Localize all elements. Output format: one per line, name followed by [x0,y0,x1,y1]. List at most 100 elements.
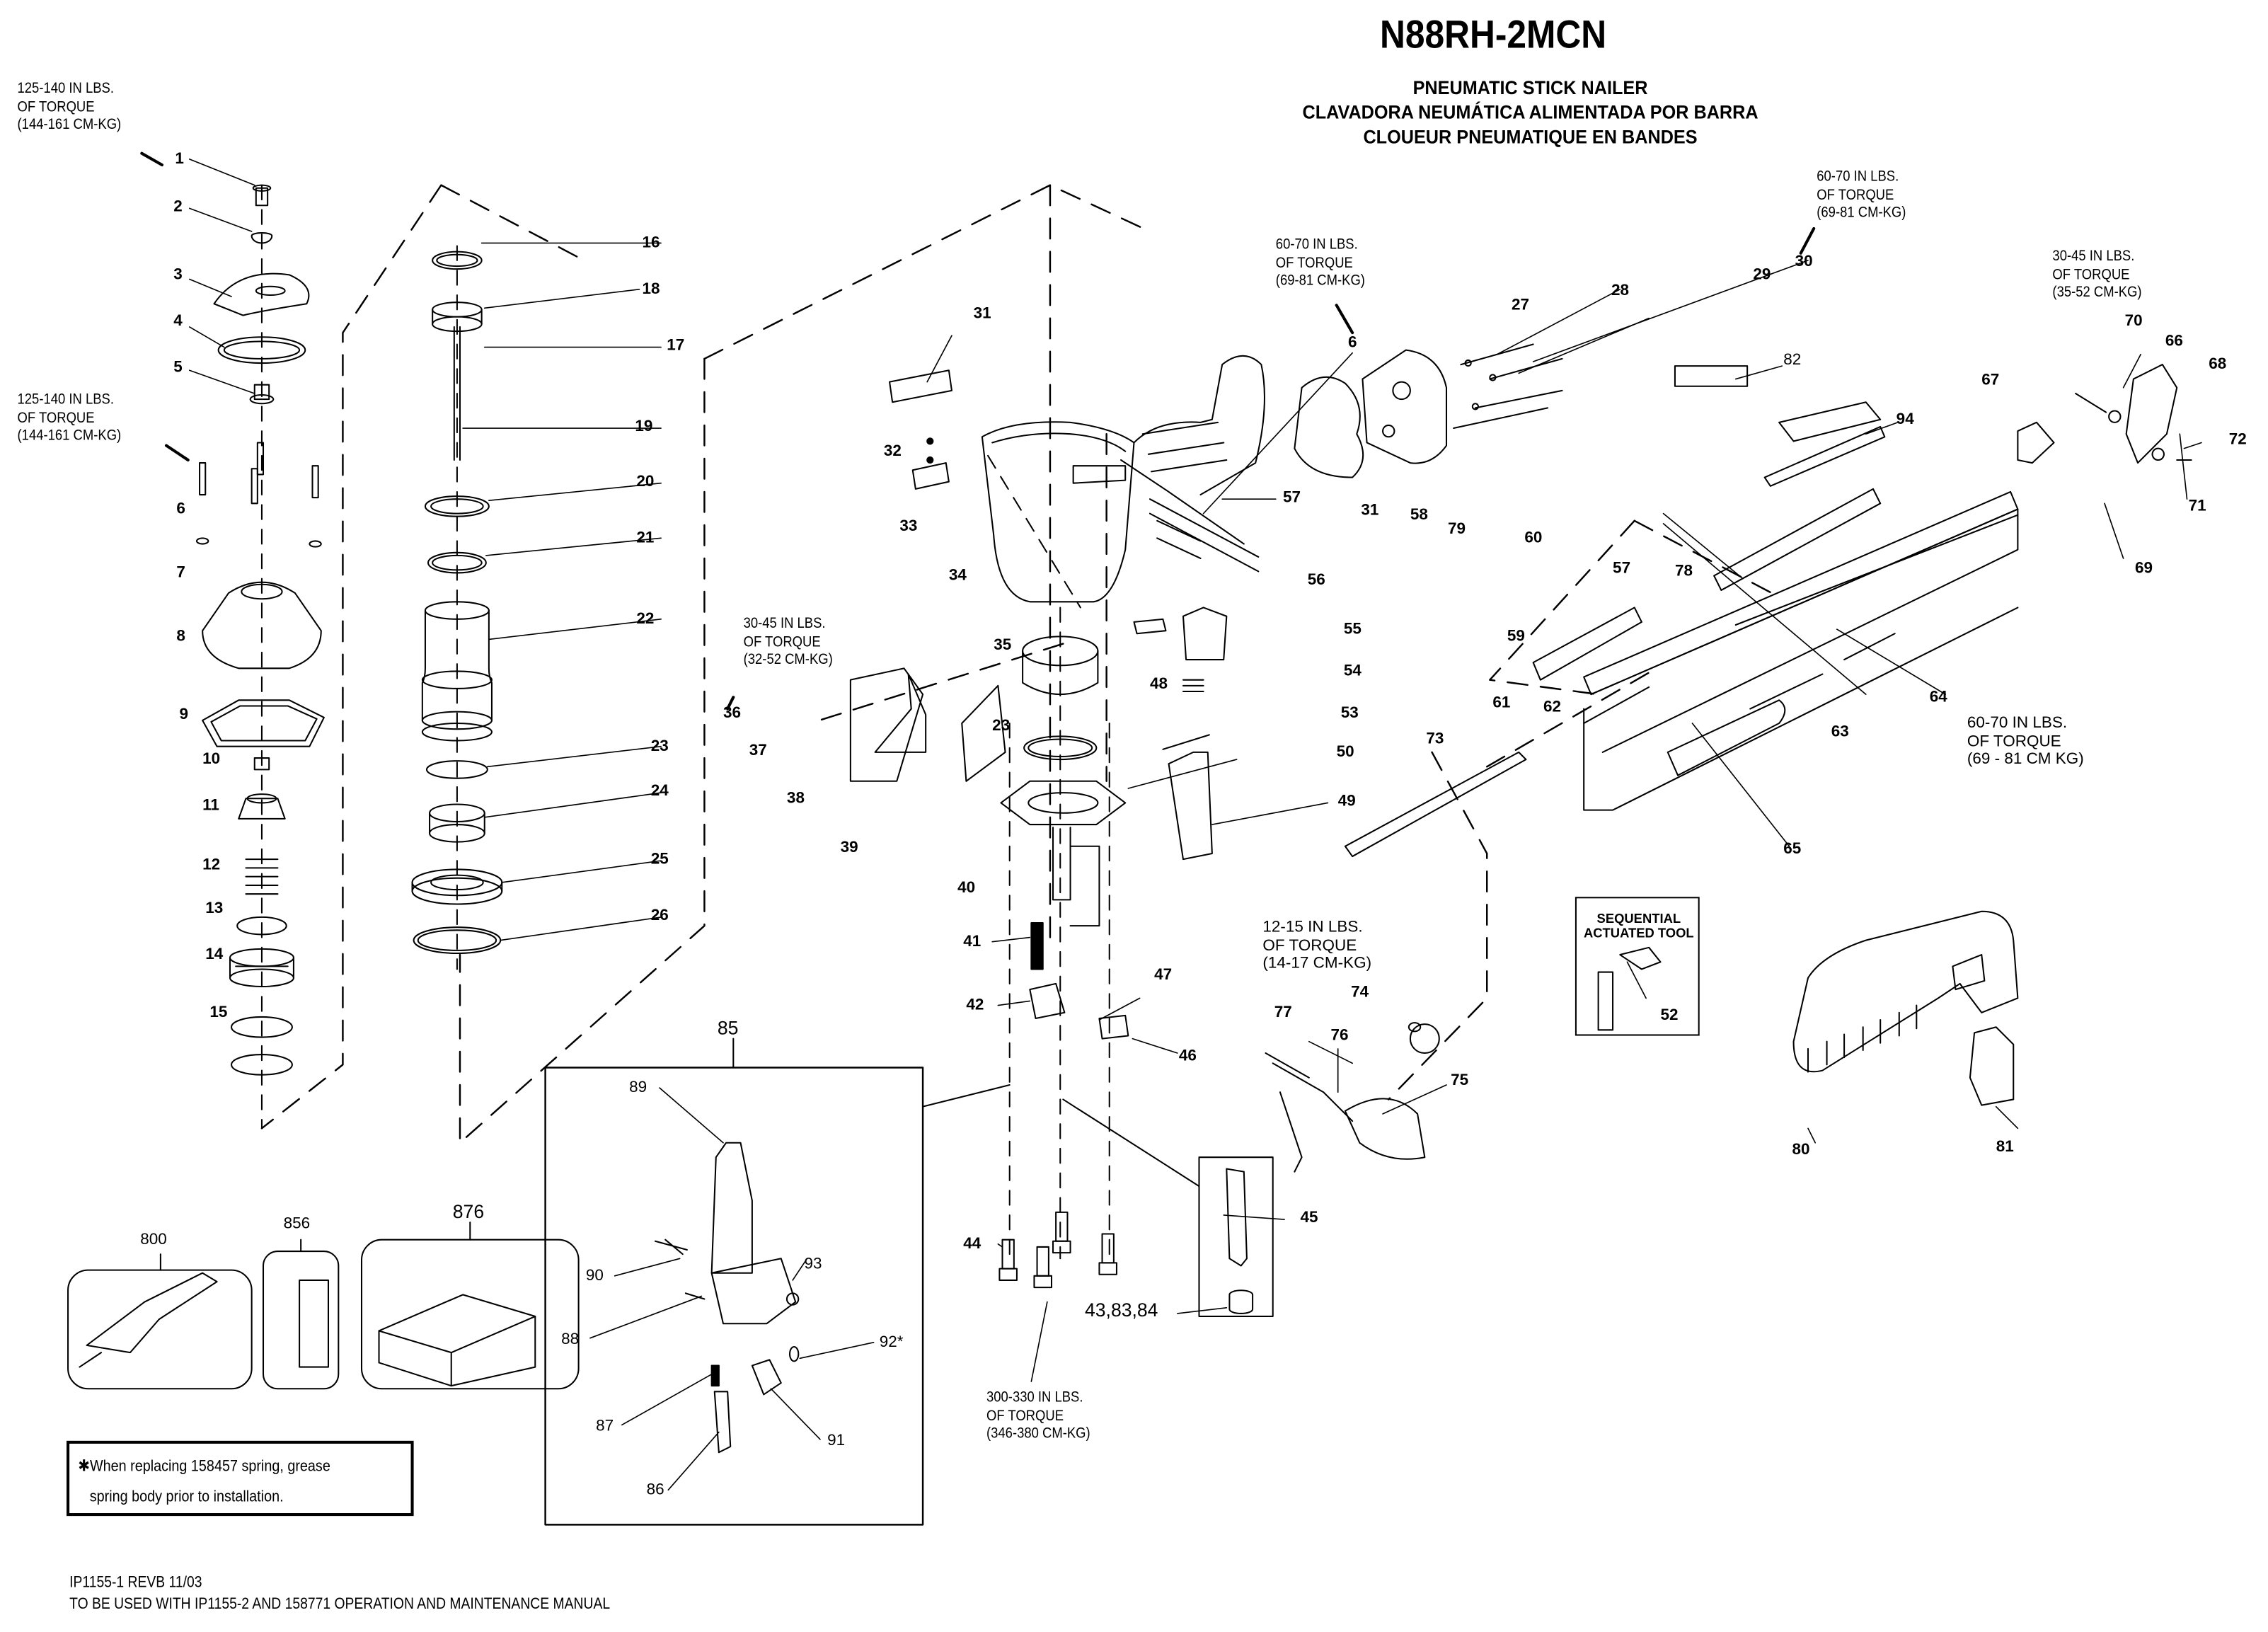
inset-box-85 [544,1038,1011,1526]
part-callout: 67 [1981,372,2000,389]
torque-value: 12-15 IN LBS. [1262,918,1363,936]
part-callout: 80 [1792,1141,1810,1159]
part-callout: 37 [749,742,767,760]
accessory-callout: 876 [452,1200,485,1223]
subtitle-french: CLOUEUR PNEUMATIQUE EN BANDES [1363,125,1698,148]
part-callout: 1 [175,150,184,168]
torque-metric: (144-161 CM-KG) [17,115,122,134]
part-callout: 24 [650,782,669,800]
part-callout: 45 [1300,1209,1318,1227]
trigger-assembly [1265,1022,1440,1173]
part-callout: 72 [2228,431,2247,449]
part-callout: 94 [1896,410,1914,429]
torque-caption: OF TORQUE [2052,265,2130,283]
part-callout: 53 [1340,704,1359,722]
no-mar-and-tip [1792,910,2019,1106]
part-callout: 36 [723,704,742,722]
torque-caption: OF TORQUE [986,1406,1064,1425]
part-callout: 74 [1351,983,1369,1001]
part-callout: 2 [173,198,183,216]
rear-cap-assembly [1294,343,1563,478]
torque-value: 125-140 IN LBS. [17,390,115,408]
part-callout: 57 [1283,488,1301,507]
part-callout: 91 [827,1432,846,1450]
torque-spec-rear-cap: 60-70 IN LBS. OF TORQUE (69-81 CM-KG) [1276,236,1365,290]
part-callout: 65 [1783,840,1802,858]
part-callout: 50 [1336,743,1354,762]
leader-lines [188,159,2202,1491]
part-callout: 39 [840,839,858,857]
part-callout: 63 [1831,723,1849,741]
part-callout: 34 [948,567,967,585]
torque-metric: (69-81 CM-KG) [1275,272,1365,289]
inset-title-line1: SEQUENTIAL [1596,911,1681,926]
part-callout: 11 [202,797,219,815]
torque-value: 125-140 IN LBS. [17,79,115,97]
torque-caption: OF TORQUE [1275,253,1353,272]
part-callout: 81 [1996,1138,2014,1156]
part-callout: 4 [173,312,183,331]
part-callout: 20 [636,473,655,490]
torque-caption: OF TORQUE [1262,936,1357,955]
model-title: N88RH-2MCN [1379,13,1607,57]
part-callout: 13 [205,900,224,917]
torque-spec-part-44: 300-330 IN LBS. OF TORQUE (346-380 CM-KG… [986,1389,1090,1443]
part-callout: 55 [1343,620,1362,638]
part-callout: 70 [2124,312,2143,331]
part-callout: 43,83,84 [1084,1299,1158,1321]
part-callout: 7 [176,564,185,582]
part-callout: 15 [209,1004,228,1022]
part-callout: 92* [879,1333,904,1352]
part-callout: 35 [994,636,1012,654]
part-callout: 6 [1348,334,1357,352]
assembly-dashed-outline [260,184,1773,1144]
part-callout: 6 [176,500,185,518]
part-callout: 42 [966,996,984,1014]
torque-spec-part-70: 30-45 IN LBS. OF TORQUE (35-52 CM-KG) [2052,248,2141,302]
part-callout: 79 [1448,520,1466,539]
cap-assembly-left-column [195,184,325,1130]
nose-assembly [849,607,1228,1260]
part-callout: 54 [1343,662,1362,680]
part-callout: 90 [585,1267,604,1285]
torque-pointer-lines [140,151,1816,711]
part-callout: 59 [1507,628,1525,645]
manual-reference: TO BE USED WITH IP1155-2 AND 158771 OPER… [69,1595,611,1614]
accessory-callout: 800 [140,1231,167,1248]
torque-metric: (35-52 CM-KG) [2052,283,2142,301]
torque-caption: OF TORQUE [1817,185,1894,204]
part-callout: 18 [642,280,660,299]
torque-metric: (69 - 81 CM KG) [1967,750,2084,769]
torque-value: 30-45 IN LBS. [743,614,826,633]
torque-metric: (14-17 CM-KG) [1262,955,1372,972]
part-callout: 21 [636,529,655,547]
part-callout: 47 [1154,966,1173,984]
note-line-2: spring body prior to installation. [89,1488,284,1506]
part-callout: 27 [1511,297,1530,314]
part-callout: 52 [1660,1006,1679,1025]
part-callout: 19 [635,418,653,436]
part-callout: 82 [1783,351,1802,369]
part-callout: 75 [1451,1071,1469,1090]
torque-caption: OF TORQUE [17,408,95,426]
torque-spec-part-30: 60-70 IN LBS. OF TORQUE (69-81 CM-KG) [1817,168,1906,222]
part-callout: 58 [1410,506,1428,524]
magazine-rail [1532,401,2019,811]
part-callout: 8 [176,628,185,645]
part-callout: 22 [636,610,655,628]
torque-value: 30-45 IN LBS. [2052,247,2135,265]
part-callout: 88 [561,1331,580,1349]
spring-grease-note: ✱When replacing 158457 spring, grease sp… [67,1440,414,1517]
part-callout: 87 [596,1418,614,1435]
pusher-rail [1344,751,1527,858]
part-callout: 46 [1178,1047,1197,1065]
part-callout: 10 [202,750,221,769]
part-callout: 60 [1524,529,1543,547]
note-line-1: ✱When replacing 158457 spring, grease [78,1458,330,1476]
part-callout: 3 [173,266,183,284]
torque-value: 300-330 IN LBS. [986,1389,1083,1406]
part-callout: 16 [642,234,660,252]
document-footer: IP1155-1 REVB 11/03 TO BE USED WITH IP11… [69,1573,610,1616]
